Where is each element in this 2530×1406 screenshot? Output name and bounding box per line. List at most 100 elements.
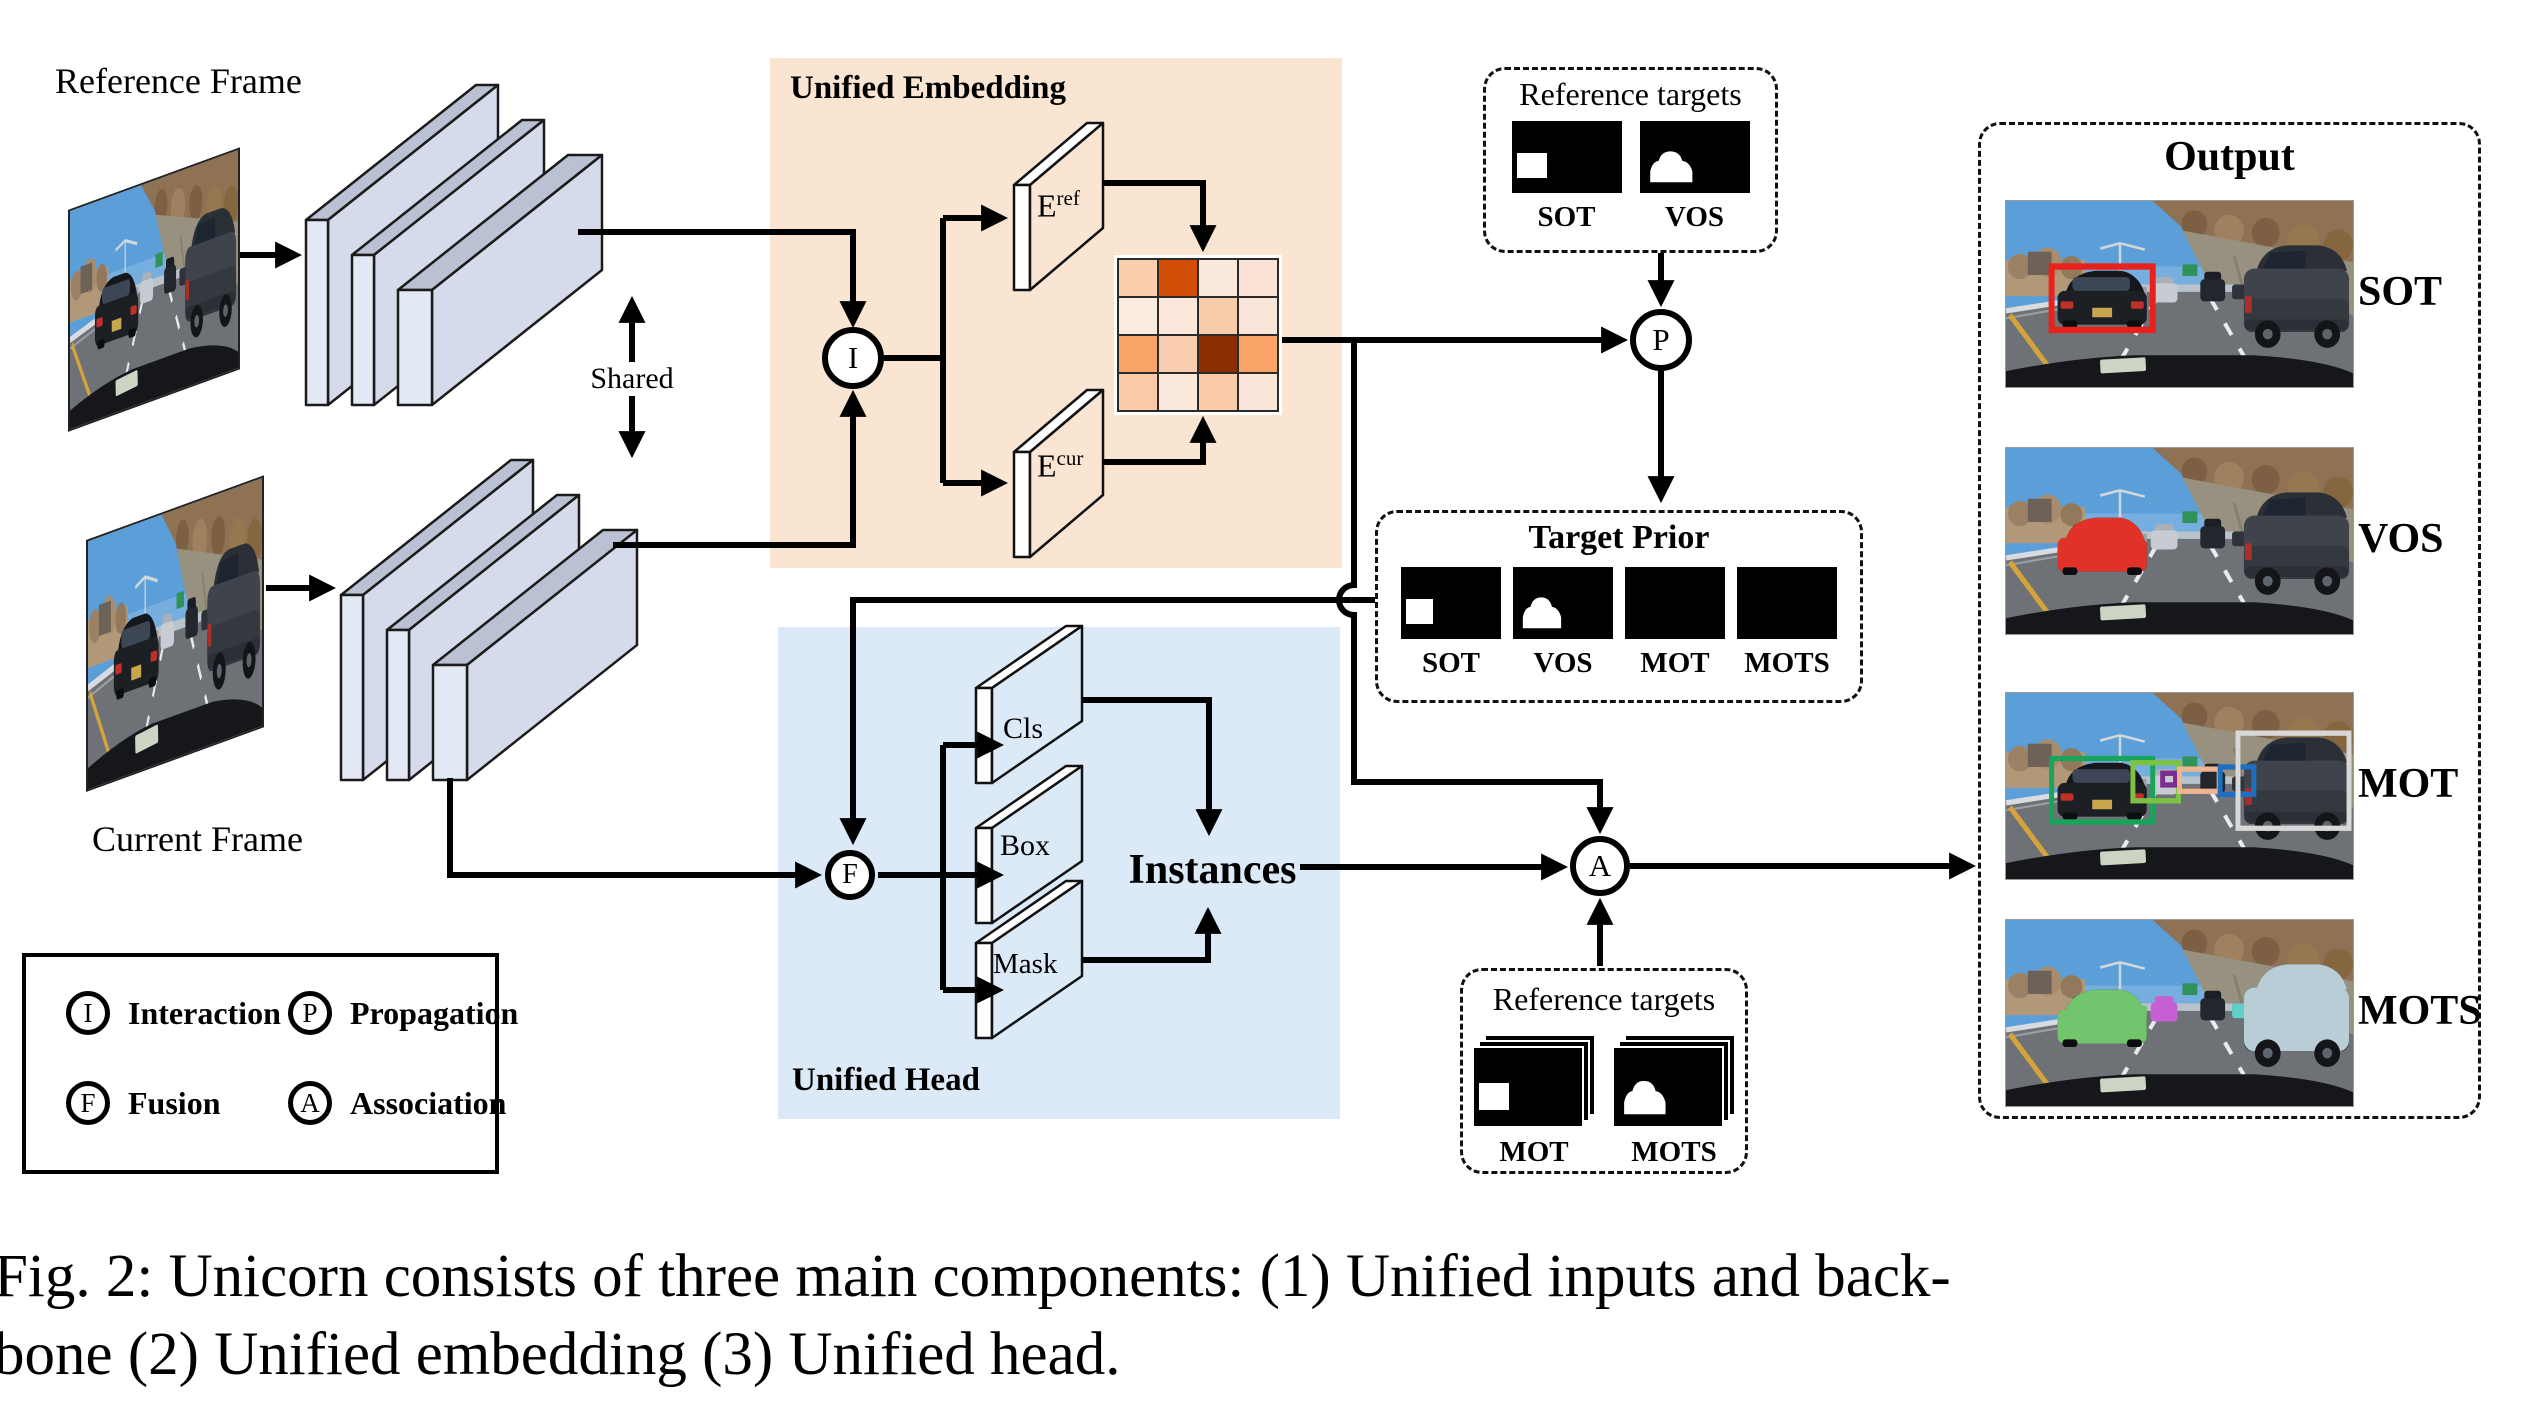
- target-item-sot: SOT: [1401, 567, 1501, 680]
- propagation-node: P: [1630, 309, 1692, 371]
- output-image-sot: [2005, 200, 2354, 388]
- legend-item-fusion: F Fusion: [66, 1081, 220, 1125]
- output-image-mots: [2005, 919, 2354, 1107]
- target-label-mot: MOT: [1499, 1136, 1569, 1168]
- box-slab-label: Box: [1000, 829, 1051, 862]
- grid-cell-r1c3: [1239, 298, 1277, 334]
- e-cur-sup: cur: [1056, 446, 1084, 470]
- output-label-mot: MOT: [2358, 761, 2459, 807]
- mask-slab-label: Mask: [993, 948, 1058, 980]
- output-box: Output SOT VOS MOT MOTS: [1978, 122, 2482, 1119]
- legend-label-interaction: Interaction: [128, 994, 281, 1031]
- grid-cell-r1c1: [1159, 298, 1197, 334]
- target-label-sot: SOT: [1421, 647, 1481, 679]
- target-mask-mots: [1612, 1034, 1736, 1128]
- target-prior-box: Target Prior SOT VOS MOT MOTS: [1375, 510, 1863, 703]
- target-item-vos: VOS: [1513, 567, 1613, 680]
- e-ref-base: E: [1037, 187, 1057, 224]
- grid-cell-r0c2: [1199, 260, 1237, 296]
- target-item-mot: MOT: [1472, 1034, 1596, 1169]
- target-mask-vos: [1639, 121, 1750, 193]
- e-ref-slab-label: Eref: [1037, 186, 1080, 225]
- association-node: A: [1570, 836, 1630, 896]
- figure-caption: Fig. 2: Unicorn consists of three main c…: [0, 1238, 2530, 1394]
- output-image-vos: [2005, 447, 2354, 635]
- target-label-mots: MOTS: [1631, 1136, 1717, 1168]
- reference-targets-top-box: Reference targets SOT VOS: [1483, 67, 1778, 253]
- backbone-block: [339, 458, 639, 782]
- target-label-mot: MOT: [1640, 647, 1710, 679]
- interaction-node: I: [822, 327, 884, 389]
- grid-cell-r0c1: [1159, 260, 1197, 296]
- legend-symbol-p: P: [288, 991, 332, 1035]
- e-cur-slab-label: Ecur: [1037, 446, 1083, 485]
- legend-label-propagation: Propagation: [350, 994, 519, 1031]
- target-item-sot: SOT: [1511, 121, 1622, 234]
- caption-line-2: bone (2) Unified embedding (3) Unified h…: [0, 1321, 1121, 1388]
- grid-cell-r3c1: [1159, 374, 1197, 410]
- instances-label: Instances: [1128, 847, 1297, 893]
- legend-symbol-f: F: [66, 1081, 110, 1125]
- output-label-sot: SOT: [2358, 269, 2443, 315]
- fusion-node: F: [825, 850, 875, 900]
- reference-targets-bottom-box: Reference targets MOT MOTS: [1460, 968, 1748, 1174]
- target-item-mot: MOT: [1625, 567, 1725, 680]
- legend-item-interaction: I Interaction: [66, 991, 281, 1035]
- shared-label: Shared: [590, 362, 674, 395]
- target-mask-mots: [1737, 567, 1837, 639]
- driving-scene: [88, 478, 262, 790]
- grid-cell-r0c3: [1239, 260, 1277, 296]
- grid-cell-r3c0: [1119, 374, 1157, 410]
- legend-item-propagation: P Propagation: [288, 991, 518, 1035]
- target-mask-vos: [1513, 567, 1613, 639]
- target-prior-title: Target Prior: [1528, 519, 1710, 556]
- target-item-mots: MOTS: [1612, 1034, 1736, 1169]
- target-label-vos: VOS: [1533, 647, 1593, 679]
- target-box-mask: [1479, 1083, 1509, 1110]
- grid-cell-r2c0: [1119, 336, 1157, 372]
- output-label-vos: VOS: [2358, 516, 2444, 562]
- grid-cell-r0c0: [1119, 260, 1157, 296]
- backbone-block: [304, 83, 604, 407]
- legend-symbol-a: A: [288, 1081, 332, 1125]
- grid-cell-r2c1: [1159, 336, 1197, 372]
- reference-frame-image: [68, 147, 240, 432]
- target-item-vos: VOS: [1639, 121, 1750, 234]
- target-label-sot: SOT: [1537, 201, 1596, 233]
- driving-scene: [2006, 920, 2353, 1106]
- current-frame-image: [86, 475, 264, 792]
- output-image-mot: [2005, 692, 2354, 880]
- driving-scene: [2006, 448, 2353, 634]
- unified-head-title: Unified Head: [792, 1062, 980, 1098]
- grid-cell-r2c3: [1239, 336, 1277, 372]
- grid-cell-r1c2: [1199, 298, 1237, 334]
- driving-scene: [2006, 201, 2353, 387]
- reference-targets-top-title: Reference targets: [1519, 76, 1742, 112]
- target-label-mots: MOTS: [1744, 647, 1830, 679]
- grid-cell-r3c3: [1239, 374, 1277, 410]
- target-mask-sot: [1401, 567, 1501, 639]
- target-mask-mot: [1472, 1034, 1596, 1128]
- caption-line-1: Fig. 2: Unicorn consists of three main c…: [0, 1243, 1951, 1310]
- reference-targets-bottom-title: Reference targets: [1492, 981, 1716, 1017]
- cls-slab-label: Cls: [1003, 712, 1044, 745]
- target-box-mask: [1517, 153, 1547, 178]
- e-cur-base: E: [1037, 447, 1057, 484]
- output-title: Output: [2164, 134, 2295, 180]
- driving-scene: [2006, 693, 2353, 879]
- car-silhouette-icon: [1650, 150, 1693, 182]
- legend-symbol-i: I: [66, 991, 110, 1035]
- driving-scene: [70, 150, 238, 430]
- wire-backbone2-fusion: [447, 778, 823, 889]
- output-label-mots: MOTS: [2358, 988, 2482, 1034]
- car-silhouette-icon: [1624, 1080, 1667, 1114]
- target-label-vos: VOS: [1664, 201, 1725, 233]
- legend-label-fusion: Fusion: [128, 1084, 221, 1121]
- target-mask-mot: [1625, 567, 1725, 639]
- reference-frame-label: Reference Frame: [55, 61, 302, 101]
- legend-label-association: Association: [350, 1084, 507, 1121]
- target-box-mask: [1406, 599, 1433, 624]
- car-silhouette-icon: [1522, 596, 1562, 628]
